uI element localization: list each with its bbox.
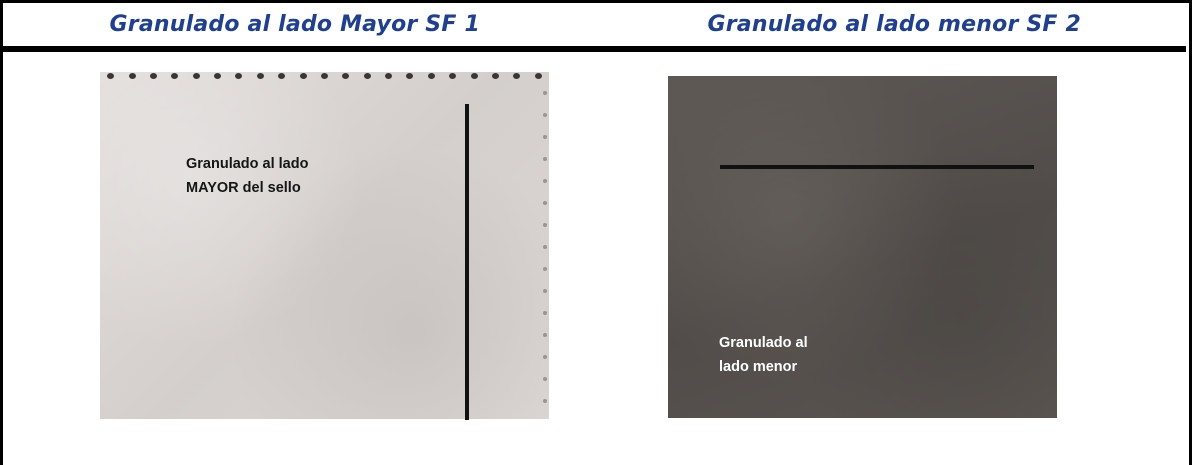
grain-direction-horizontal-line xyxy=(720,165,1034,169)
minor-caption-line-1: Granulado al xyxy=(719,335,808,351)
header-row: Granulado al lado Mayor SF 1 Granulado a… xyxy=(3,3,1186,52)
stamp-paper-minor-side-image xyxy=(668,76,1057,418)
stamp-perforations-right xyxy=(543,82,549,412)
minor-side-caption: Granulado al lado menor xyxy=(719,331,808,379)
grain-direction-vertical-line xyxy=(465,104,469,420)
left-column-title: Granulado al lado Mayor SF 1 xyxy=(109,12,480,37)
major-side-caption: Granulado al lado MAYOR del sello xyxy=(186,152,308,200)
minor-caption-line-2: lado menor xyxy=(719,359,798,375)
paper-texture xyxy=(100,72,549,419)
right-column-title: Granulado al lado menor SF 2 xyxy=(707,12,1081,37)
stamp-paper-major-side-image xyxy=(100,72,549,419)
major-caption-line-1: Granulado al lado xyxy=(186,156,309,172)
paper-texture xyxy=(668,76,1057,418)
stamp-perforations-top xyxy=(100,72,549,80)
major-caption-line-2: MAYOR del sello xyxy=(186,180,301,196)
